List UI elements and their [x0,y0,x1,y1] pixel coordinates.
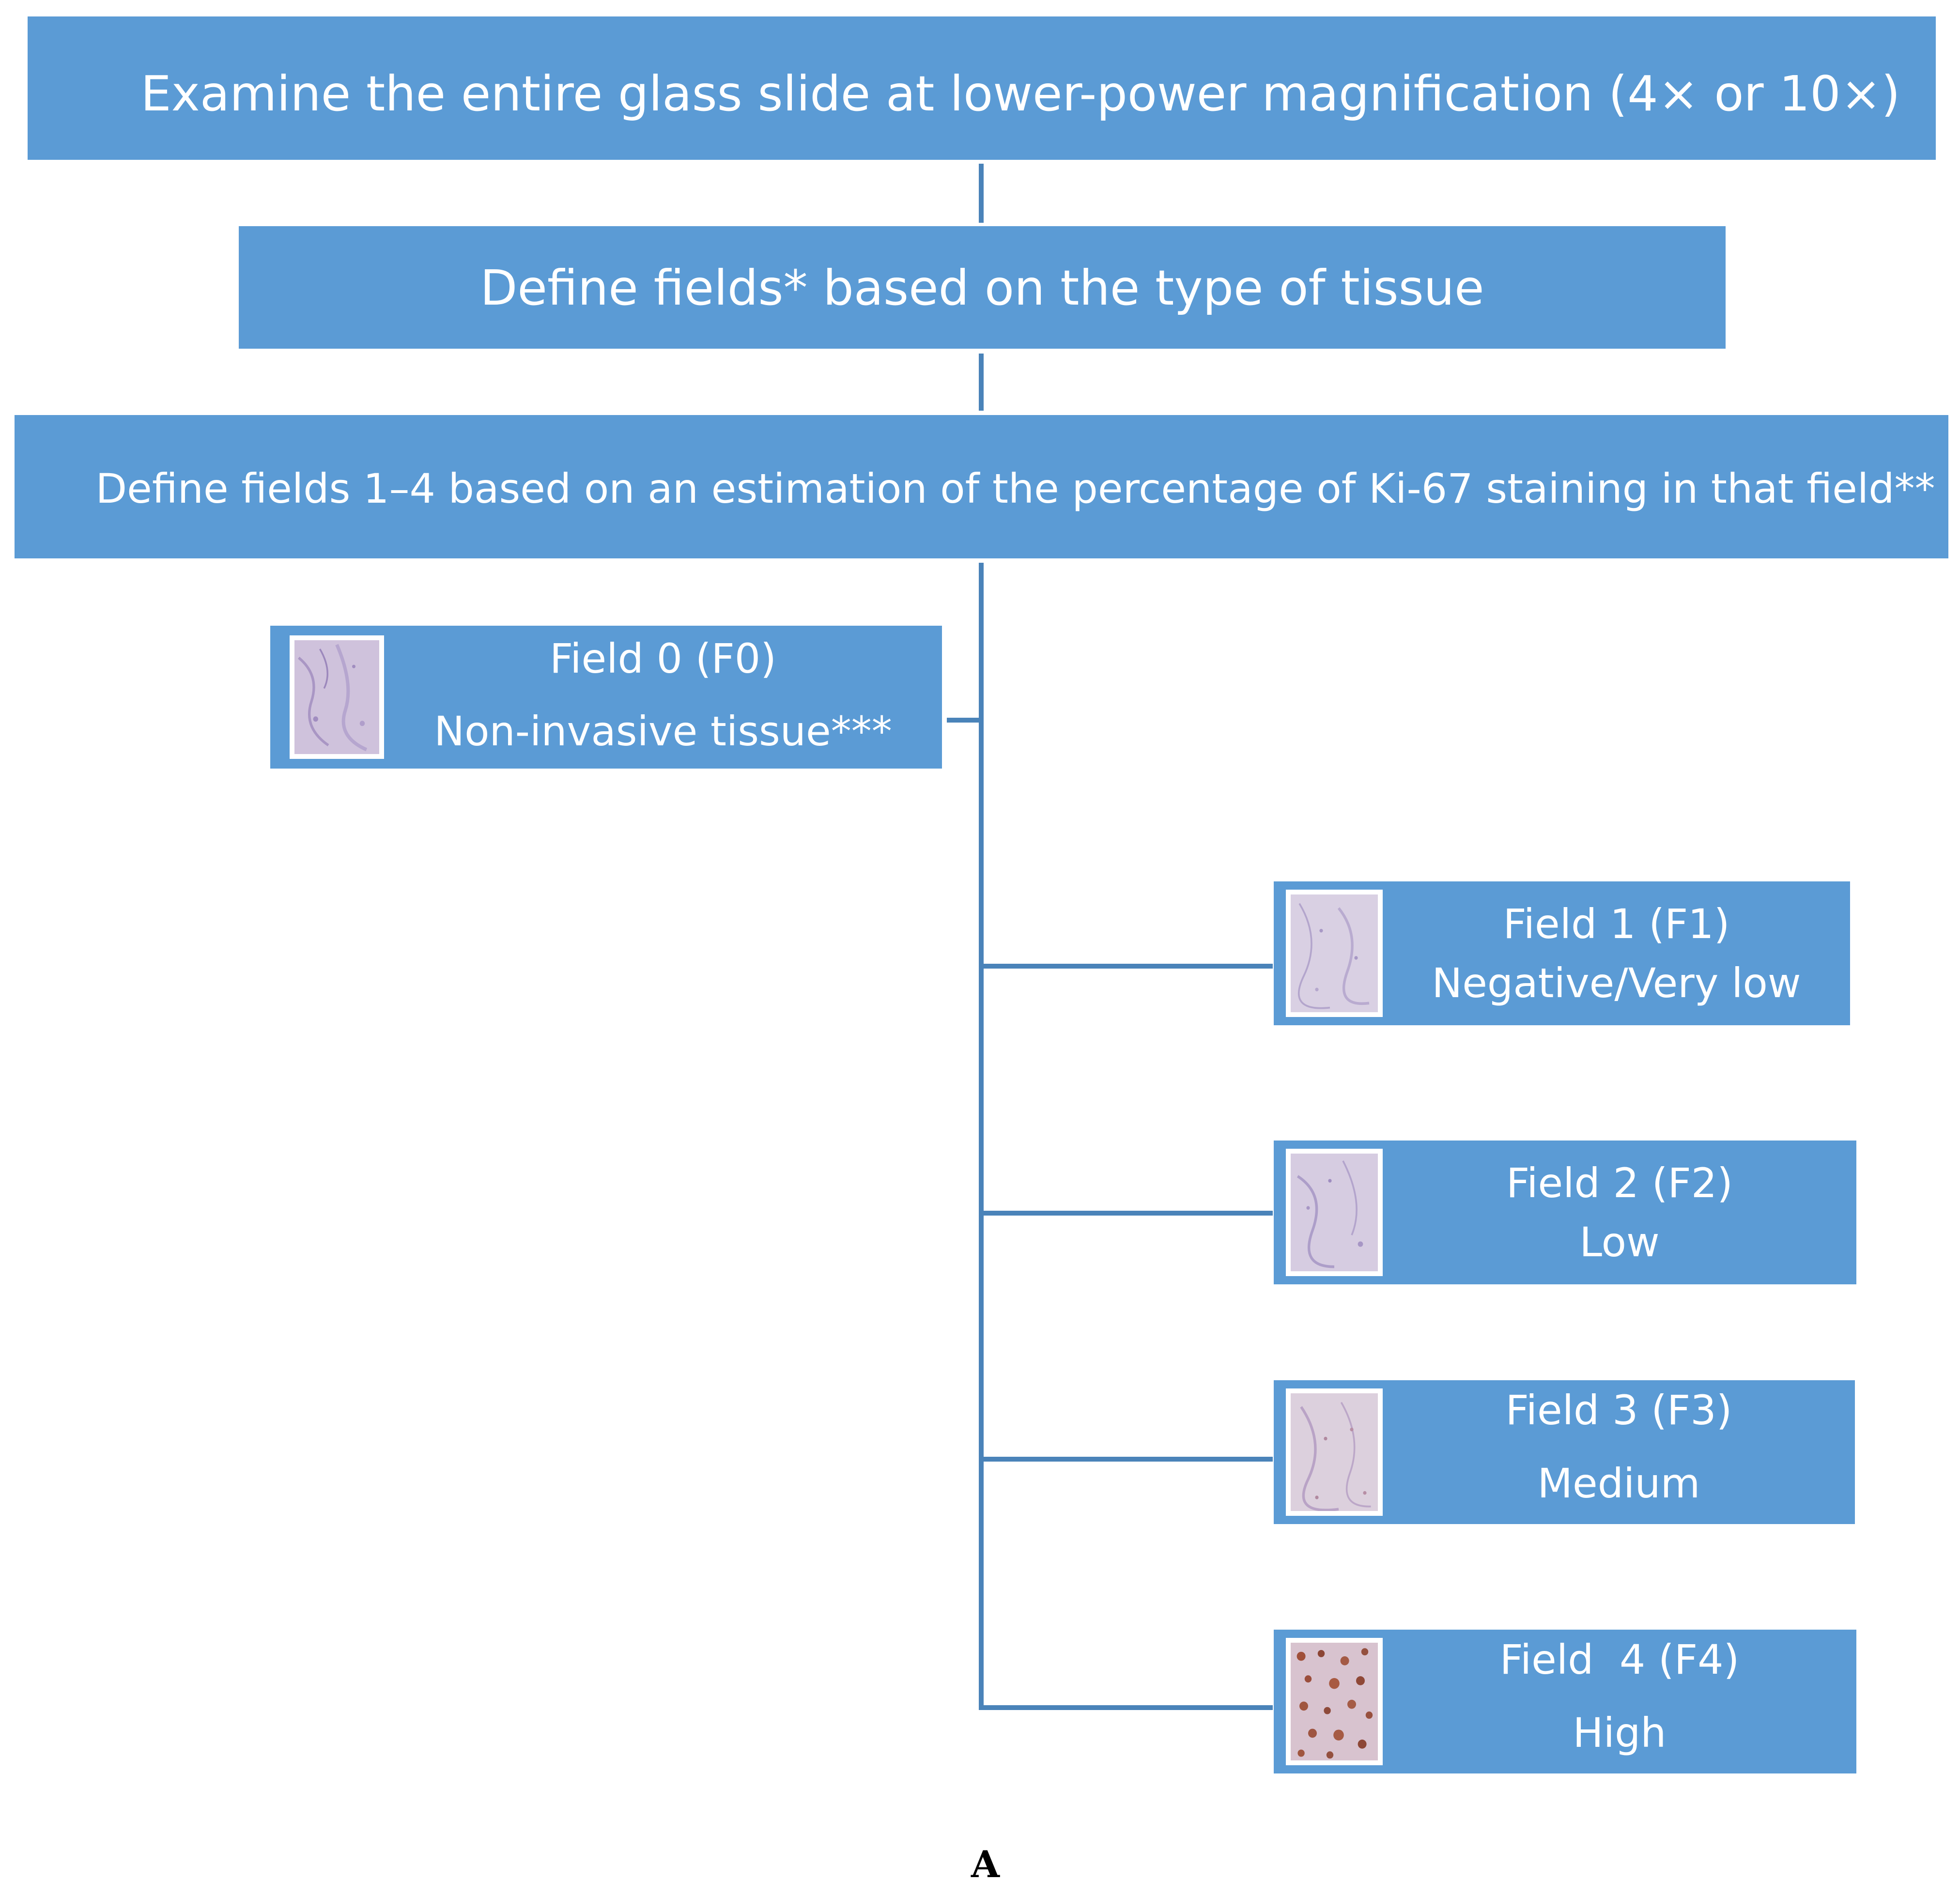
panel-label: A [971,1843,1000,1886]
field-box-f0: Field 0 (F0) Non-invasive tissue*** [270,626,942,769]
connector-step1-step2 [979,164,984,223]
connector-branch-f4 [979,1705,1273,1710]
micrograph-image-f1-icon [1286,890,1383,1017]
field-title-f3: Field 3 (F3) [1505,1387,1732,1434]
field-subtitle-f3: Medium [1537,1460,1700,1507]
connector-trunk [979,563,984,1710]
micrograph-image-f4-icon [1286,1638,1383,1765]
micrograph-image-f3-icon [1286,1388,1383,1516]
field-box-f3: Field 3 (F3) Medium [1274,1380,1855,1524]
micrograph-image-f0-icon [290,635,384,759]
field-title-f2: Field 2 (F2) [1506,1159,1733,1207]
connector-branch-f3 [979,1457,1273,1462]
step-text-examine-slide: Examine the entire glass slide at lower-… [140,65,1900,122]
field-box-f2: Field 2 (F2) Low [1274,1141,1856,1284]
field-subtitle-f2: Low [1579,1218,1660,1266]
field-title-f1: Field 1 (F1) [1503,900,1730,948]
field-title-f4: Field 4 (F4) [1499,1636,1740,1683]
field-box-f4: Field 4 (F4) High [1274,1630,1856,1773]
field-subtitle-f4: High [1573,1709,1667,1757]
connector-branch-f1 [979,964,1273,969]
step-box-define-fields-1-4: Define fields 1–4 based on an estimation… [15,415,1948,558]
field-box-f1: Field 1 (F1) Negative/Very low [1274,881,1850,1025]
field-subtitle-f0: Non-invasive tissue*** [434,708,892,755]
connector-branch-f2 [979,1211,1273,1216]
field-title-f0: Field 0 (F0) [549,635,777,682]
micrograph-image-f2-icon [1286,1149,1383,1276]
connector-step2-step3 [979,354,984,411]
step-box-examine-slide: Examine the entire glass slide at lower-… [28,16,1936,160]
connector-branch-f0 [947,718,984,723]
field-subtitle-f1: Negative/Very low [1432,959,1801,1007]
step-text-define-fields: Define fields* based on the type of tiss… [480,260,1484,316]
step-box-define-fields: Define fields* based on the type of tiss… [239,226,1726,349]
step-text-define-fields-1-4: Define fields 1–4 based on an estimation… [95,465,1935,512]
